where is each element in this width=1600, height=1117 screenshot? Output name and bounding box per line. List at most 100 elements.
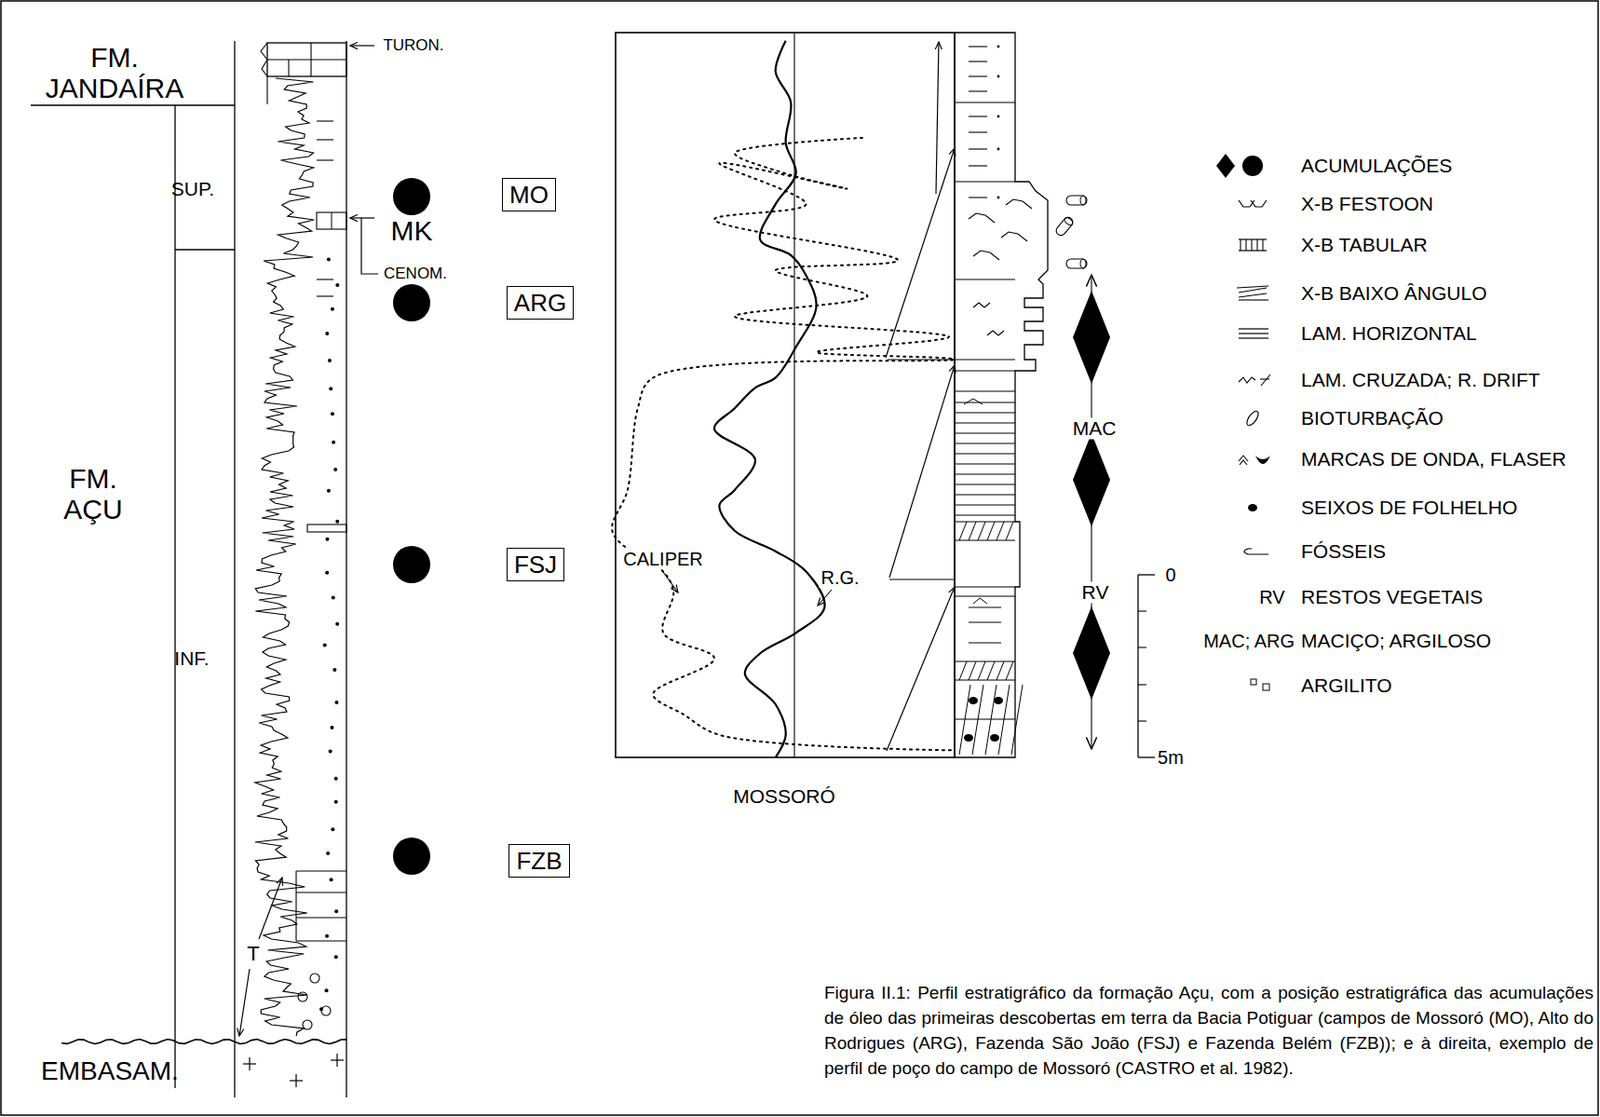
- horizontal-lamination-symbol: [1238, 332, 1269, 334]
- sand-dot: [335, 622, 339, 626]
- limestone-band: [316, 212, 347, 230]
- claystone-symbol: [1250, 678, 1257, 685]
- lamination-dash: [968, 75, 988, 77]
- accumulation-diamond: [1072, 290, 1111, 384]
- shale-dash: [316, 120, 334, 122]
- tabular-cross-bed: [977, 521, 986, 541]
- lamination-dash: [968, 606, 1002, 608]
- column-edge: [345, 40, 347, 1042]
- bed-boundary: [954, 101, 1016, 103]
- sand-dot: [327, 358, 332, 363]
- sand-dot: [323, 642, 327, 647]
- sand-dot: [335, 519, 339, 524]
- field-box: ARG: [506, 285, 574, 321]
- scale-label: 5m: [1157, 746, 1184, 768]
- lamination-dash: [968, 621, 1002, 623]
- pointer-arrow: [239, 968, 250, 1036]
- legend-text: X-B BAIXO ÂNGULO: [1301, 282, 1488, 304]
- tabular-cross-bed: [996, 521, 1004, 541]
- bed-boundary: [296, 891, 347, 893]
- bed-boundary: [954, 369, 1016, 371]
- legend-text: ACUMULAÇÕES: [1301, 154, 1452, 177]
- lamination-dash: [968, 164, 988, 166]
- silt-dot: [997, 148, 1001, 151]
- bed-boundary: [954, 180, 1016, 182]
- horizontal-lamination: [954, 463, 1016, 465]
- lamination-dash: [968, 641, 1002, 643]
- bed-boundary: [296, 869, 347, 871]
- fossil-symbol: [1063, 216, 1075, 227]
- pointer-arrow: [350, 216, 375, 218]
- legend-text: RESTOS VEGETAIS: [1301, 585, 1483, 608]
- low-angle-symbol: [1238, 287, 1267, 293]
- correlation-arrow: [889, 365, 955, 578]
- lamination-dash: [968, 90, 988, 92]
- legend-text: X-B FESTOON: [1301, 192, 1434, 215]
- pebble: [321, 1005, 331, 1016]
- horizontal-lamination: [954, 443, 1016, 445]
- sand-dot: [335, 283, 339, 287]
- cross-lamination: [963, 398, 983, 405]
- tabular-symbol: [1256, 239, 1258, 251]
- tabular-cross-bed: [1005, 661, 1014, 680]
- tabular-symbol: [1250, 239, 1252, 251]
- unconformity: [61, 1039, 347, 1045]
- correlation-arrow: [886, 586, 955, 751]
- sand-dot: [331, 595, 336, 599]
- sand-dot: [330, 827, 335, 831]
- scale-label: 0: [1165, 564, 1176, 585]
- member-label: INF.: [174, 647, 209, 669]
- festoon-curve: [1005, 199, 1032, 209]
- track-divider: [793, 32, 795, 758]
- cross-lamination-symbol: [1238, 377, 1256, 383]
- tabular-symbol: [1261, 239, 1263, 251]
- tabular-cross-bed: [959, 661, 967, 680]
- member-boundary: [175, 248, 235, 250]
- silt-dot: [997, 196, 1001, 200]
- age-bracket: [361, 217, 379, 274]
- horizontal-lamination: [954, 474, 1016, 475]
- accumulation-dot: [393, 177, 431, 216]
- wave-ripple-symbol: [1239, 460, 1248, 465]
- correlation-arrow: [935, 41, 939, 194]
- tabular-cross-bed: [968, 661, 977, 680]
- fossil-symbol: [1244, 548, 1269, 555]
- column-edge: [345, 1041, 347, 1098]
- limestone-band: [307, 524, 347, 532]
- low-angle-symbol: [1238, 298, 1269, 300]
- legend-text: MARCAS DE ONDA, FLASER: [1301, 447, 1567, 470]
- legend-text: BIOTURBAÇÃO: [1301, 406, 1444, 429]
- sand-dot: [325, 988, 329, 992]
- scale-tick: [1138, 610, 1147, 611]
- sand-dot: [329, 877, 334, 882]
- sequence-boundary: [889, 578, 955, 580]
- basement-cross: [295, 1073, 297, 1087]
- shale-pebble: [968, 696, 978, 705]
- sand-dot: [329, 725, 334, 730]
- legend-text: LAM. HORIZONTAL: [1301, 322, 1478, 344]
- field-name: FZB: [515, 846, 562, 875]
- horizontal-lamination: [954, 494, 1016, 496]
- cross-lamination: [987, 330, 1004, 336]
- field-name: FSJ: [514, 550, 557, 579]
- bed-boundary: [954, 390, 1016, 392]
- low-angle-symbol: [1238, 293, 1267, 298]
- flaser-symbol: [1255, 455, 1271, 464]
- horizontal-lamination: [954, 515, 1016, 516]
- pointer-arrow: [350, 44, 375, 46]
- basement-cross: [336, 1053, 338, 1067]
- scale-tick: [1138, 756, 1155, 758]
- accumulation-dot: [393, 284, 431, 322]
- bed-edge: [295, 870, 297, 941]
- correlation-arrow: [885, 148, 955, 358]
- shale-pebble: [963, 733, 974, 742]
- member-label: SUP.: [171, 177, 215, 200]
- tabular-symbol: [1245, 239, 1247, 251]
- sand-dot: [330, 307, 335, 312]
- scale-tick: [1138, 683, 1147, 685]
- bioturbation-symbol: [1245, 408, 1262, 427]
- age-label: CENOM.: [383, 265, 448, 284]
- limestone-joint: [310, 42, 312, 77]
- pebble: [310, 973, 320, 983]
